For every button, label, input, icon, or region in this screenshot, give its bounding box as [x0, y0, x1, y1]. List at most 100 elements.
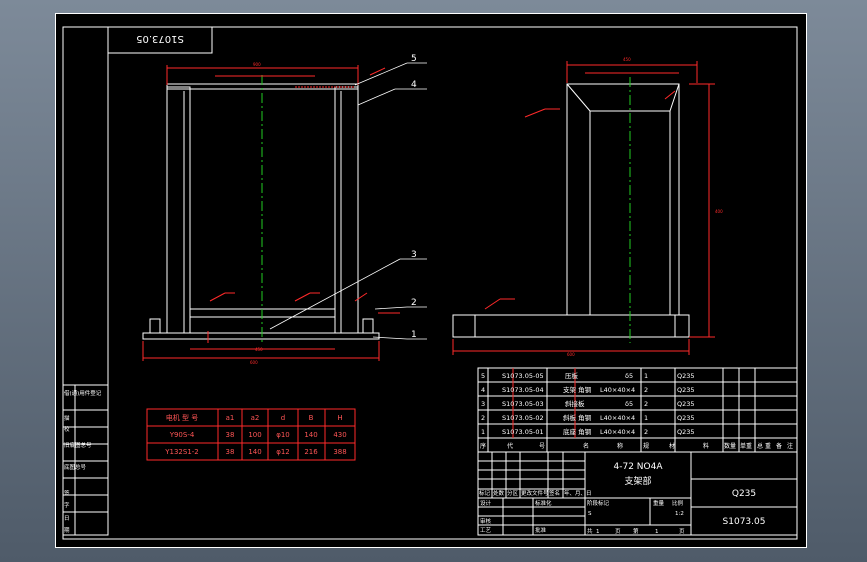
callout-2: 2 — [411, 298, 417, 308]
bom-no: 3 — [481, 400, 485, 408]
svg-text:600: 600 — [250, 360, 258, 365]
outer-frame — [55, 13, 807, 548]
motor-cell: φ12 — [276, 448, 290, 456]
bom-qty: 1 — [644, 372, 648, 380]
bom-header-cell: 代 — [507, 442, 513, 450]
bom-header-cell: 规 — [643, 442, 649, 450]
motor-cell: 388 — [333, 448, 346, 456]
svg-text:450: 450 — [255, 347, 263, 352]
strip-label: 签 — [64, 489, 70, 497]
sheet-total-label: 共 — [587, 527, 593, 535]
tb-label: 签名 — [549, 489, 560, 497]
bom-qty: 2 — [644, 428, 648, 436]
bom-header-cell: 重 — [765, 442, 771, 450]
strip-label: 期 — [64, 527, 70, 534]
tb-label: 更改文件号 — [521, 489, 549, 497]
bom-header-cell: 注 — [787, 442, 793, 450]
callout-5: 5 — [411, 54, 417, 64]
front-dimensions — [142, 65, 400, 361]
bom-no: 5 — [481, 372, 485, 380]
strip-label: 描 — [64, 414, 70, 422]
callout-1: 1 — [411, 330, 417, 340]
tb-label: 处数 — [493, 489, 505, 497]
motor-cell: Y132S1-2 — [164, 448, 199, 456]
motor-header: d — [281, 414, 285, 422]
product-code: 4-72 NO4A — [614, 462, 664, 472]
bom-header-cell: 序 — [480, 442, 486, 450]
bom-spec: L40×40×4 — [600, 428, 635, 436]
bom-name: 斜接板 — [565, 399, 585, 408]
sheet-page-prefix: 第 — [633, 527, 639, 535]
motor-cell: 38 — [226, 448, 235, 456]
mirrored-number-box — [107, 26, 213, 54]
callout-4: 4 — [411, 80, 417, 90]
bom-spec: δ5 — [625, 400, 633, 408]
motor-table: 电机 型 号 a1 a2 d B H Y90S-4 38 100 φ10 140… — [146, 408, 356, 461]
motor-cell: φ10 — [276, 431, 290, 439]
svg-text:900: 900 — [253, 62, 261, 67]
bom-qty: 2 — [644, 386, 648, 394]
side-frame-outer — [566, 83, 680, 316]
strip-label: 旧底图总号 — [64, 441, 92, 449]
front-left-post — [166, 86, 191, 334]
tb-label: 分区 — [507, 489, 519, 497]
bom-material: Q235 — [677, 400, 695, 408]
bom-header-cell: 料 — [703, 442, 709, 450]
bom-material: Q235 — [677, 372, 695, 380]
front-view: 900 450 600 — [142, 62, 400, 365]
motor-cell: 140 — [248, 448, 261, 456]
mirrored-drawing-number: S1073.05 — [136, 33, 184, 44]
left-strip-labels: 借(通)用件登记 描 校 旧底图总号 底图总号 签 字 日 期 — [64, 389, 102, 534]
motor-header: a1 — [226, 414, 235, 422]
tb-label: 设计 — [480, 499, 492, 507]
sheet-total: 1 — [596, 529, 600, 535]
bom-no: 2 — [481, 414, 485, 422]
strip-label: 字 — [64, 501, 70, 509]
motor-cell: 430 — [333, 431, 346, 439]
tb-label: 工艺 — [480, 527, 492, 534]
bom-code: S1073.05-03 — [502, 400, 544, 408]
strip-label: 校 — [64, 425, 70, 433]
strip-label: 日 — [64, 515, 70, 522]
motor-cell: 38 — [226, 431, 235, 439]
bom-header-cell: 备 — [776, 442, 782, 450]
tb-label: 年、月、日 — [564, 489, 592, 497]
bom-spec: L40×40×4 — [600, 414, 635, 422]
sheet-page: 1 — [655, 529, 659, 535]
motor-header: a2 — [251, 414, 260, 422]
tb-label: 批准 — [535, 526, 547, 534]
bom-header-cell: 号 — [539, 443, 545, 450]
strip-label: 底图总号 — [64, 463, 87, 471]
bom-material: Q235 — [677, 428, 695, 436]
bom-code: S1073.05-02 — [502, 414, 544, 422]
stage-mark: S — [588, 511, 592, 517]
inner-border — [62, 26, 798, 540]
bom-qty: 1 — [644, 414, 648, 422]
tb-label: 标准化 — [535, 499, 552, 507]
svg-text:400: 400 — [715, 209, 723, 214]
motor-cell: 100 — [248, 431, 261, 439]
scale-value: 1:2 — [675, 511, 684, 517]
bom-name: 斜板 角钢 — [563, 413, 592, 422]
bom-material: Q235 — [677, 414, 695, 422]
bom-spec: δ5 — [625, 372, 633, 380]
bom-header-cell: 材 — [669, 442, 675, 450]
bom-material: Q235 — [677, 386, 695, 394]
bom-header-cell: 称 — [617, 442, 623, 450]
cad-drawing: S1073.05 借(通)用件登记 描 校 旧底图总号 底图总号 签 字 日 期 — [55, 13, 807, 548]
bom-code: S1073.05-05 — [502, 372, 544, 380]
drawing-sheet: S1073.05 借(通)用件登记 描 校 旧底图总号 底图总号 签 字 日 期 — [55, 13, 807, 548]
motor-cell: 140 — [304, 431, 317, 439]
tb-label: 审核 — [480, 517, 492, 525]
motor-cell: Y90S-4 — [169, 431, 195, 439]
bom-name: 底座 角钢 — [563, 427, 592, 436]
bom-header-cell: 数量 — [724, 442, 736, 450]
front-base — [142, 332, 380, 340]
front-right-post — [334, 86, 359, 334]
left-info-strip — [62, 384, 109, 536]
bom-header: 序 代 号 名 称 规 材 料 数量 单重 总 重 备 注 — [480, 442, 793, 450]
tb-label: 标记 — [479, 489, 491, 497]
side-base — [452, 314, 690, 338]
callout-leaders — [269, 62, 427, 340]
